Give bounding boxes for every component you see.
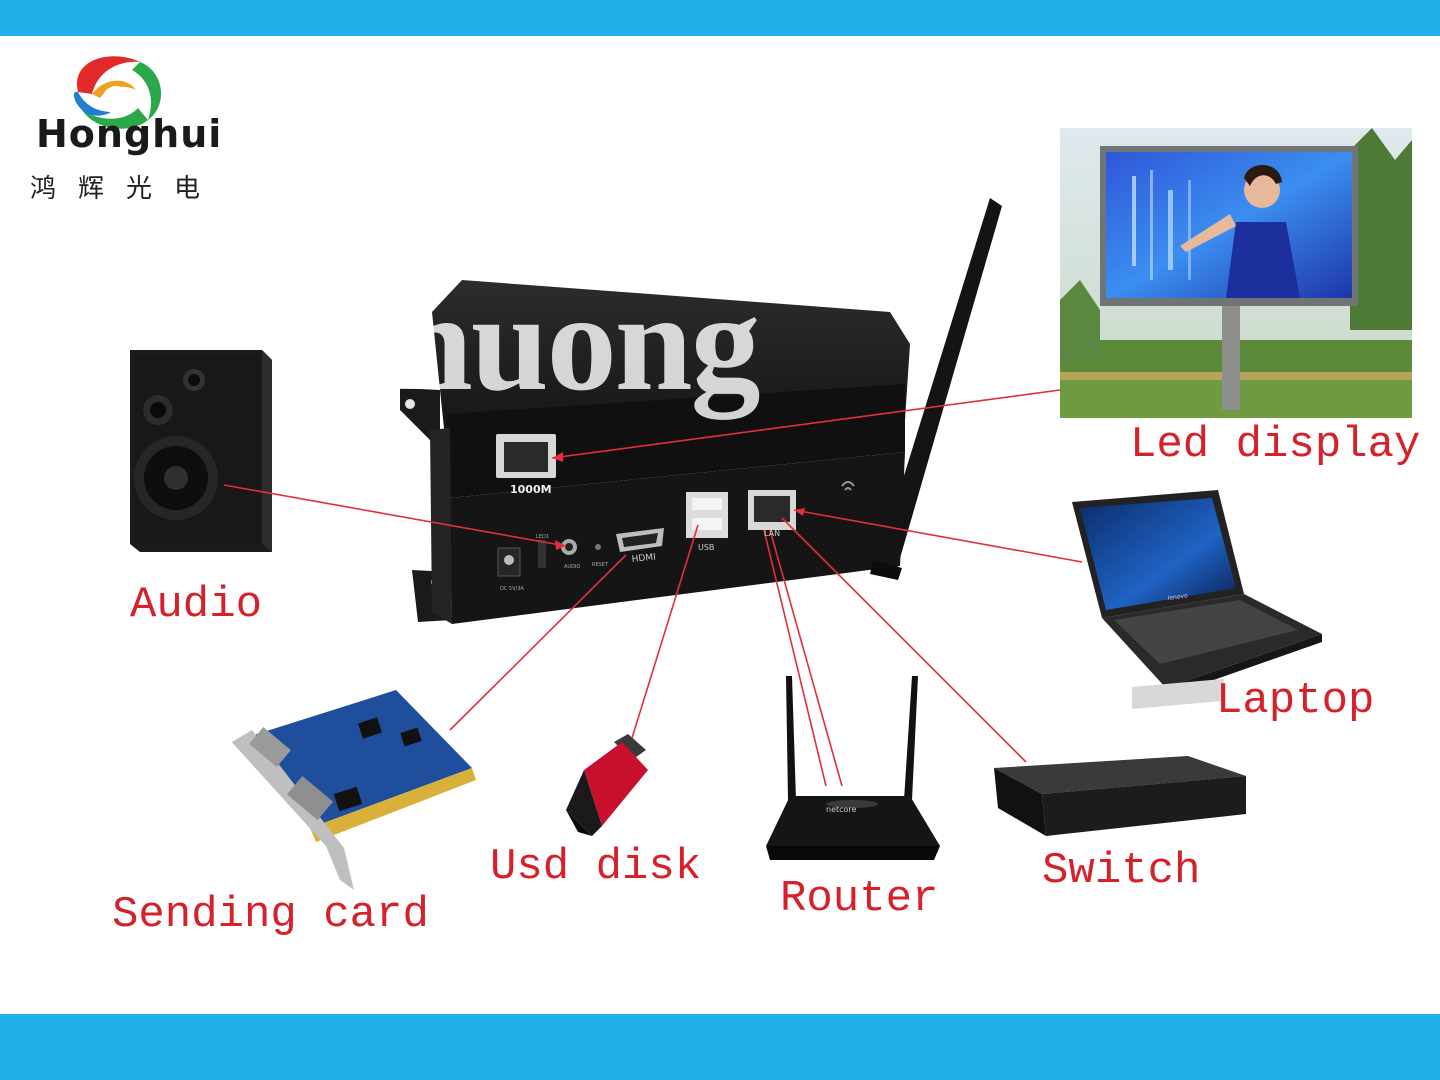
sending-card-label: Sending card	[112, 890, 429, 940]
laptop-brand-label: lenovo	[1167, 592, 1188, 602]
led-display-image	[1060, 128, 1412, 418]
brand-chinese-name: 鸿辉光电	[30, 174, 223, 204]
usb-disk-image	[566, 734, 648, 836]
led-display-connector	[551, 389, 1061, 459]
audio-connector	[223, 484, 567, 547]
honghui-logo-icon	[73, 56, 162, 129]
laptop-label: Laptop	[1216, 676, 1375, 726]
router-connector-2	[769, 529, 843, 787]
bottom-banner	[0, 1014, 1440, 1080]
port-lan-label: LAN	[764, 529, 780, 538]
switch-label: Switch	[1042, 846, 1201, 896]
watermark-text: huong	[395, 265, 761, 420]
sending-card-image	[232, 690, 476, 890]
port-hdmi-label: HDMI	[631, 553, 656, 565]
port-audio-label: AUDIO	[564, 564, 580, 570]
connector-arrowheads	[552, 452, 805, 550]
port-led-label: LED1	[536, 534, 549, 540]
laptop-image	[1072, 490, 1322, 696]
brand-name: Honghui	[36, 112, 223, 156]
router-image	[766, 676, 940, 860]
led-display-label: Led display	[1130, 420, 1421, 470]
router-label: Router	[780, 874, 939, 924]
network-switch-image	[994, 678, 1246, 836]
router-brand-label: netcore	[826, 805, 857, 814]
port-1000m-label: 1000M	[510, 483, 552, 496]
port-usb-label: USB	[698, 543, 714, 552]
laptop-connector	[793, 509, 1083, 563]
audio-label: Audio	[130, 580, 263, 630]
speaker-image	[130, 350, 272, 552]
port-dc-label: DC 5V/3A	[500, 586, 524, 592]
router-connector-1	[763, 529, 827, 787]
wifi-antenna-image	[870, 198, 1002, 580]
connection-lines	[223, 389, 1083, 787]
usb-disk-label: Usd disk	[490, 842, 702, 892]
top-banner	[0, 0, 1440, 36]
port-reset-label: RESET	[592, 562, 609, 568]
sending-card-connector	[449, 554, 627, 731]
usb-disk-connector	[631, 524, 699, 739]
media-player-image	[400, 280, 910, 624]
switch-connector	[781, 517, 1027, 763]
